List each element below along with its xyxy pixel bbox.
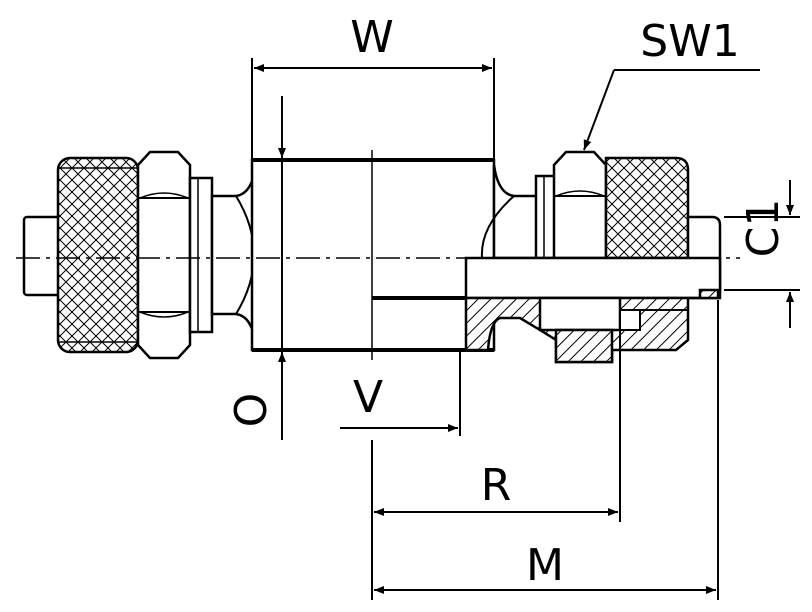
label-o: O	[226, 393, 277, 428]
dimension-r: R	[371, 330, 621, 600]
label-sw1: SW1	[640, 16, 739, 67]
right-knurled-nut	[604, 156, 690, 260]
dimension-c1: C1	[724, 180, 800, 328]
label-v: V	[353, 372, 383, 423]
dimension-w: W	[251, 12, 495, 160]
label-c1: C1	[738, 199, 789, 258]
dimension-o: O	[226, 96, 286, 440]
label-m: M	[526, 540, 564, 591]
right-hex-nut	[534, 150, 608, 260]
left-neck	[210, 164, 258, 346]
left-hex-nut	[136, 150, 214, 360]
section-view	[464, 288, 720, 364]
label-w: W	[350, 12, 394, 63]
dimension-m: M	[374, 300, 719, 600]
left-tube-stub	[22, 215, 64, 297]
left-knurled-nut	[56, 156, 140, 354]
right-tube	[464, 215, 722, 300]
dimension-sw1: SW1	[583, 16, 760, 151]
center-body	[250, 150, 496, 360]
label-r: R	[481, 460, 512, 511]
dimension-v: V	[340, 350, 461, 436]
